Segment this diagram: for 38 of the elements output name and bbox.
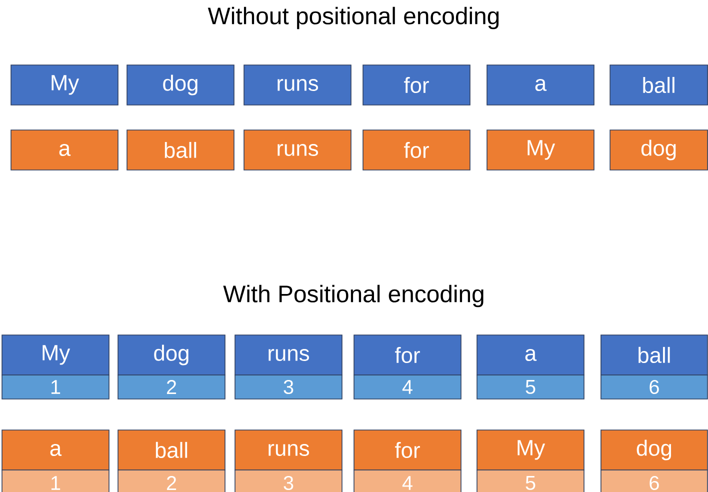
number-cell: 4	[354, 374, 462, 400]
word-box: ball	[600, 334, 708, 376]
word-box: ball	[118, 430, 226, 470]
number-cell: 5	[476, 470, 584, 492]
word-box: runs	[234, 334, 342, 376]
word-box: dog	[126, 64, 234, 106]
word-box: a	[486, 64, 594, 106]
word-box: for	[362, 130, 470, 170]
number-cell: 5	[476, 374, 584, 400]
word-box: runs	[244, 64, 352, 106]
word-box: My	[486, 130, 594, 170]
word-box: My	[2, 334, 110, 376]
number-cell: 3	[234, 374, 342, 400]
number-cell: 2	[118, 374, 226, 400]
word-box: My	[10, 64, 118, 106]
number-cell: 1	[2, 374, 110, 400]
word-box: for	[362, 64, 470, 106]
word-box: ball	[126, 130, 234, 170]
word-box: dog	[600, 430, 708, 470]
word-box: a	[2, 430, 110, 470]
number-cell: 3	[234, 470, 342, 492]
number-cell: 1	[2, 470, 110, 492]
heading: Without positional encoding	[208, 6, 499, 30]
number-cell: 6	[600, 470, 708, 492]
word-box: dog	[610, 130, 708, 170]
word-box: ball	[610, 64, 708, 106]
word-box: for	[354, 334, 462, 376]
word-box: My	[476, 430, 584, 470]
number-cell: 2	[118, 470, 226, 492]
word-box: dog	[118, 334, 226, 376]
heading: With Positional encoding	[223, 284, 484, 308]
word-box: a	[10, 130, 118, 170]
number-cell: 6	[600, 374, 708, 400]
word-box: for	[354, 430, 462, 470]
word-box: a	[476, 334, 584, 376]
number-cell: 4	[354, 470, 462, 492]
word-box: runs	[234, 430, 342, 470]
word-box: runs	[244, 130, 352, 170]
